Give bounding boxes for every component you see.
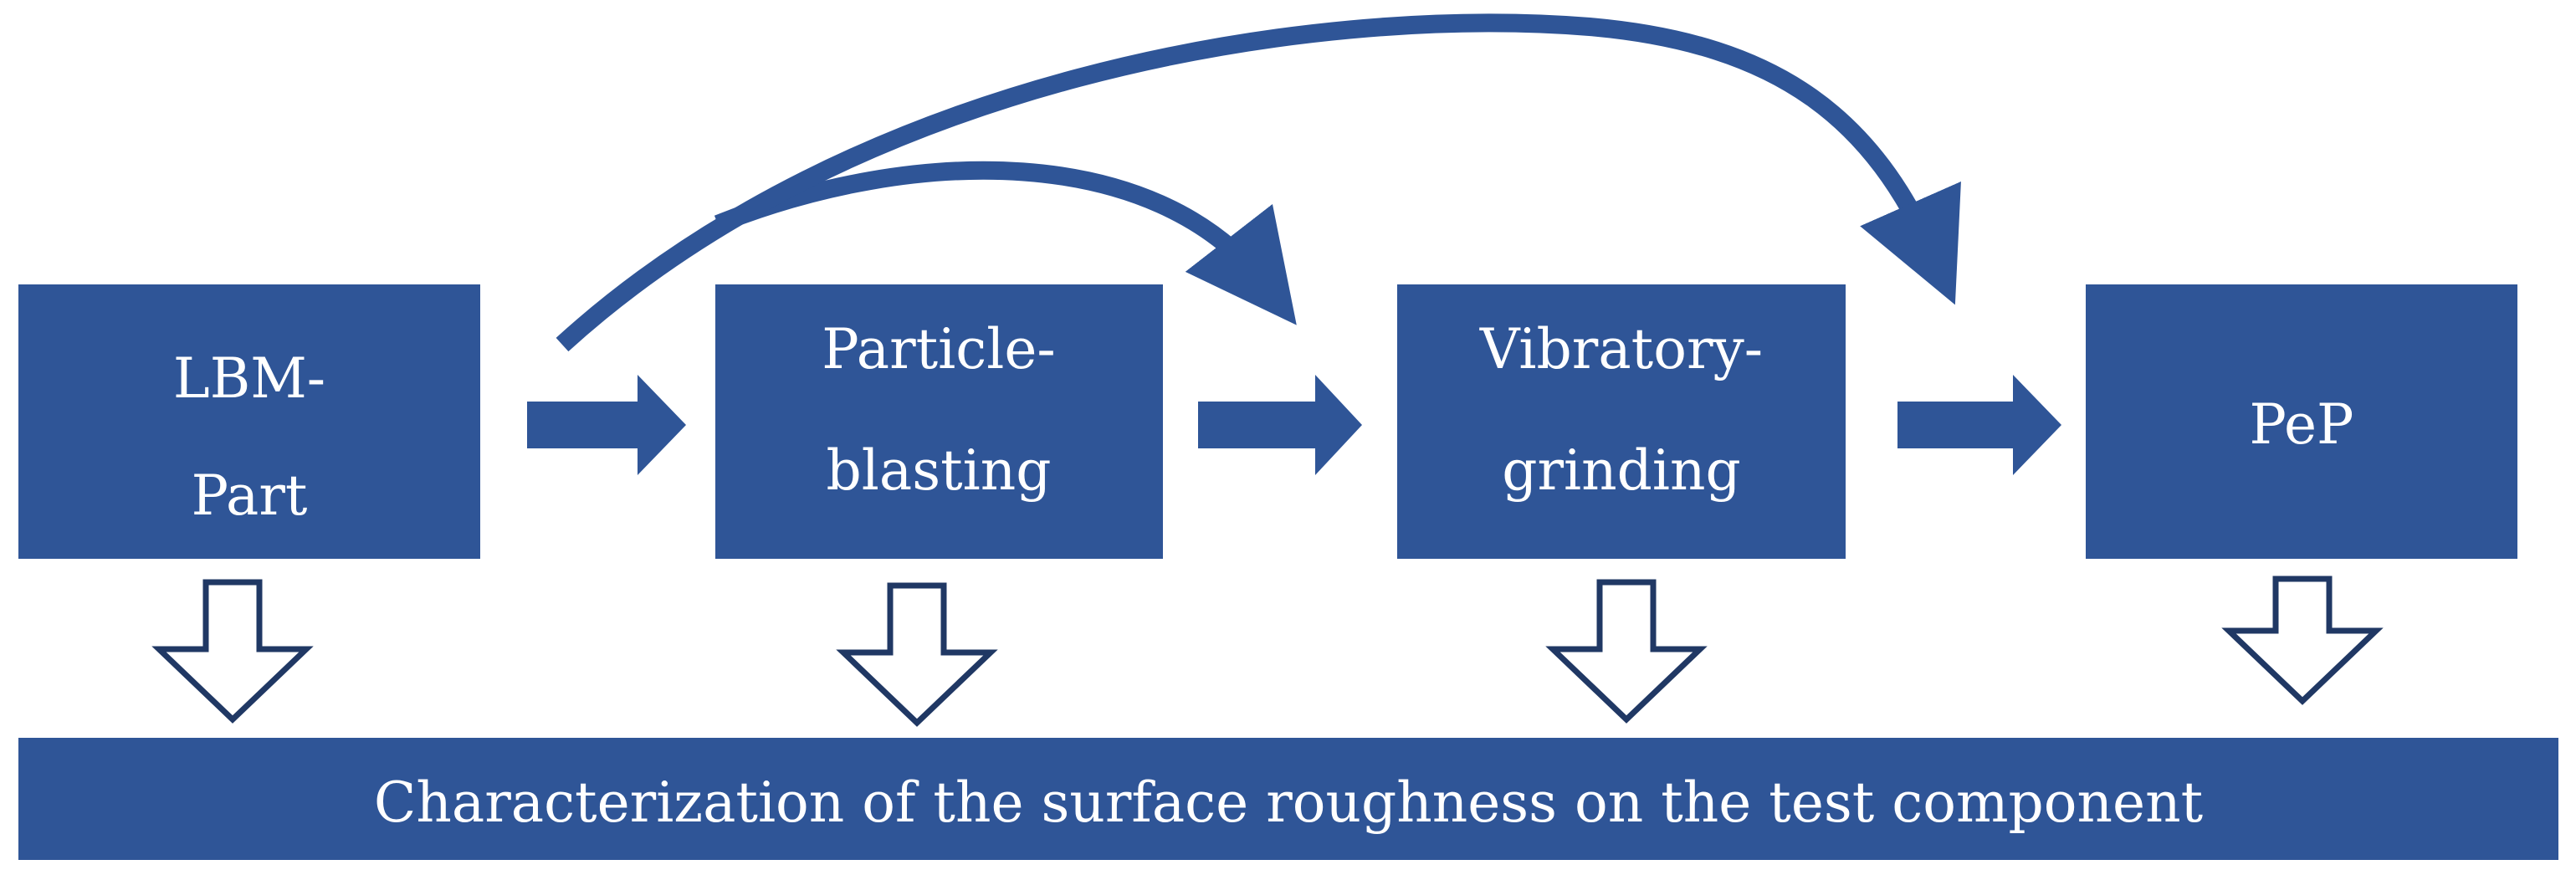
step-pep: PeP [2086, 284, 2517, 559]
characterization-bar-box [18, 738, 2558, 860]
down-arrow-2 [836, 582, 998, 727]
bypass-arrow-to-vibratory-grinding [714, 161, 1297, 325]
down-arrow-4 [2221, 576, 2384, 705]
step-vibratory-grinding: Vibratory- grinding [1397, 284, 1846, 559]
flow-arrow-2 [1198, 375, 1362, 475]
step-label-line1: PeP [2250, 392, 2354, 457]
down-arrow-1 [151, 579, 314, 724]
step-label-line2: grinding [1502, 438, 1741, 503]
step-label-line2: blasting [827, 438, 1052, 503]
bypass-arrow-to-pep [556, 13, 1961, 352]
step-box [715, 284, 1163, 559]
characterization-bar: Characterization of the surface roughnes… [18, 738, 2558, 860]
characterization-label: Characterization of the surface roughnes… [374, 770, 2203, 835]
step-box [18, 284, 480, 559]
step-lbm-part: LBM- Part [18, 284, 480, 559]
step-label-line1: Vibratory- [1479, 317, 1763, 381]
flow-arrow-1 [527, 375, 686, 475]
step-label-line1: Particle- [822, 317, 1055, 381]
flow-arrow-3 [1897, 375, 2061, 475]
step-label-line1: LBM- [173, 346, 325, 411]
step-particle-blasting: Particle- blasting [715, 284, 1163, 559]
step-label-line2: Part [192, 463, 308, 528]
step-box [1397, 284, 1846, 559]
down-arrow-3 [1545, 579, 1708, 724]
step-box [2086, 284, 2517, 559]
